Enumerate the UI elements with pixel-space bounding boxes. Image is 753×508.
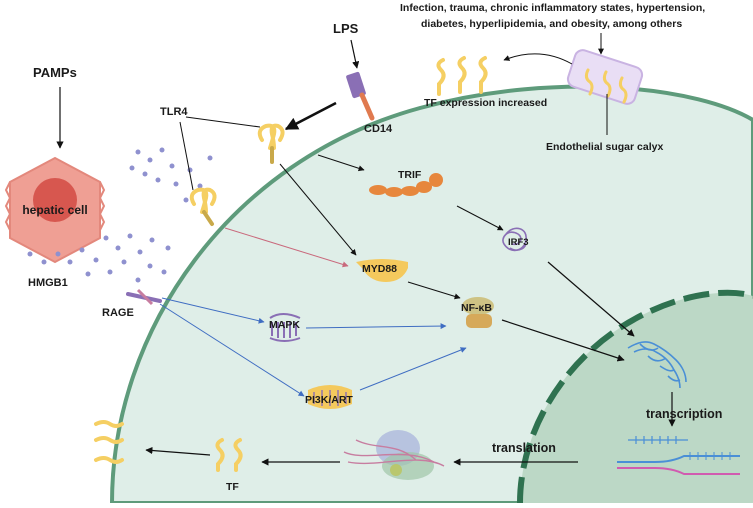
risk-factors-line2: diabetes, hyperlipidemia, and obesity, a… [421, 18, 682, 30]
ribosome [343, 430, 445, 480]
myd88-to-nfkb-arrow [407, 281, 461, 300]
nfkb-to-dna-arrow [501, 319, 625, 362]
tlr4-to-trif-arrow [317, 154, 365, 172]
trif-to-irf3-arrow [456, 205, 504, 231]
calyx-to-tf-arrow [503, 53, 573, 65]
hmgb1-label: HMGB1 [28, 277, 68, 289]
tlr4-pointer-1 [185, 116, 261, 128]
nucleus-envelope [517, 289, 753, 504]
irf3-protein [502, 227, 527, 252]
lps-label: LPS [333, 21, 359, 36]
dna-coil [627, 341, 687, 389]
risk-factors-line1: Infection, trauma, chronic inflammatory … [400, 2, 705, 14]
tf-proteins-top [436, 56, 488, 96]
tlr4-pointer-2 [179, 121, 194, 191]
myd88-label: MYD88 [362, 263, 397, 275]
rage-receptor [126, 288, 162, 306]
tlr4-to-myd88-arrow [279, 163, 357, 256]
tlr4side-to-myd88-arrow [224, 227, 349, 268]
trif-protein [369, 173, 443, 197]
transcription-label: transcription [646, 407, 722, 421]
tf-expression-label: TF expression increased [424, 97, 547, 109]
pi3k-label: PI3K/ART [305, 394, 353, 406]
irf3-label: IRF3 [508, 237, 529, 248]
lps-arrow [350, 39, 360, 69]
endothelial-sugar-calyx [566, 49, 644, 105]
myd88-protein [356, 259, 408, 282]
tlr4-receptor-top [257, 123, 285, 164]
mrna-strands [617, 436, 740, 475]
tlr4-label: TLR4 [160, 106, 188, 118]
hepatic-nucleus [33, 178, 77, 222]
tlr4-receptor-side [189, 187, 217, 226]
hepatic-cell: hepatic cell [4, 156, 106, 264]
mapk-to-nfkb-arrow [305, 323, 447, 330]
pi3k-to-nfkb-arrow [359, 347, 467, 391]
hmgb1-dots [27, 147, 213, 283]
rage-to-mapk-arrow [161, 297, 265, 324]
nfkb-protein [462, 297, 494, 328]
translation-label: translation [492, 441, 556, 455]
tf-to-membrane-arrow [145, 446, 211, 456]
tf-label: TF [226, 481, 239, 493]
irf3-to-dna-arrow [547, 261, 635, 337]
trif-label: TRIF [398, 169, 422, 181]
cd14-label: CD14 [364, 123, 393, 135]
mapk-label: MAPK [269, 319, 300, 331]
hepatic-cell-label: hepatic cell [22, 203, 87, 217]
pi3k-protein [308, 385, 352, 409]
cd14-to-tlr4-arrow [284, 101, 337, 131]
rage-label: RAGE [102, 307, 134, 319]
nfkb-label: NF-κB [461, 302, 492, 314]
mapk-protein [269, 313, 301, 342]
nucleus [520, 292, 753, 503]
pamps-label: PAMPs [33, 65, 77, 80]
sugar-calyx-label: Endothelial sugar calyx [546, 141, 663, 153]
rage-to-pi3k-arrow [159, 303, 305, 397]
cd14-receptor [346, 71, 375, 121]
tf-membrane-proteins [94, 420, 124, 464]
tf-proteins-bottom [215, 438, 243, 472]
